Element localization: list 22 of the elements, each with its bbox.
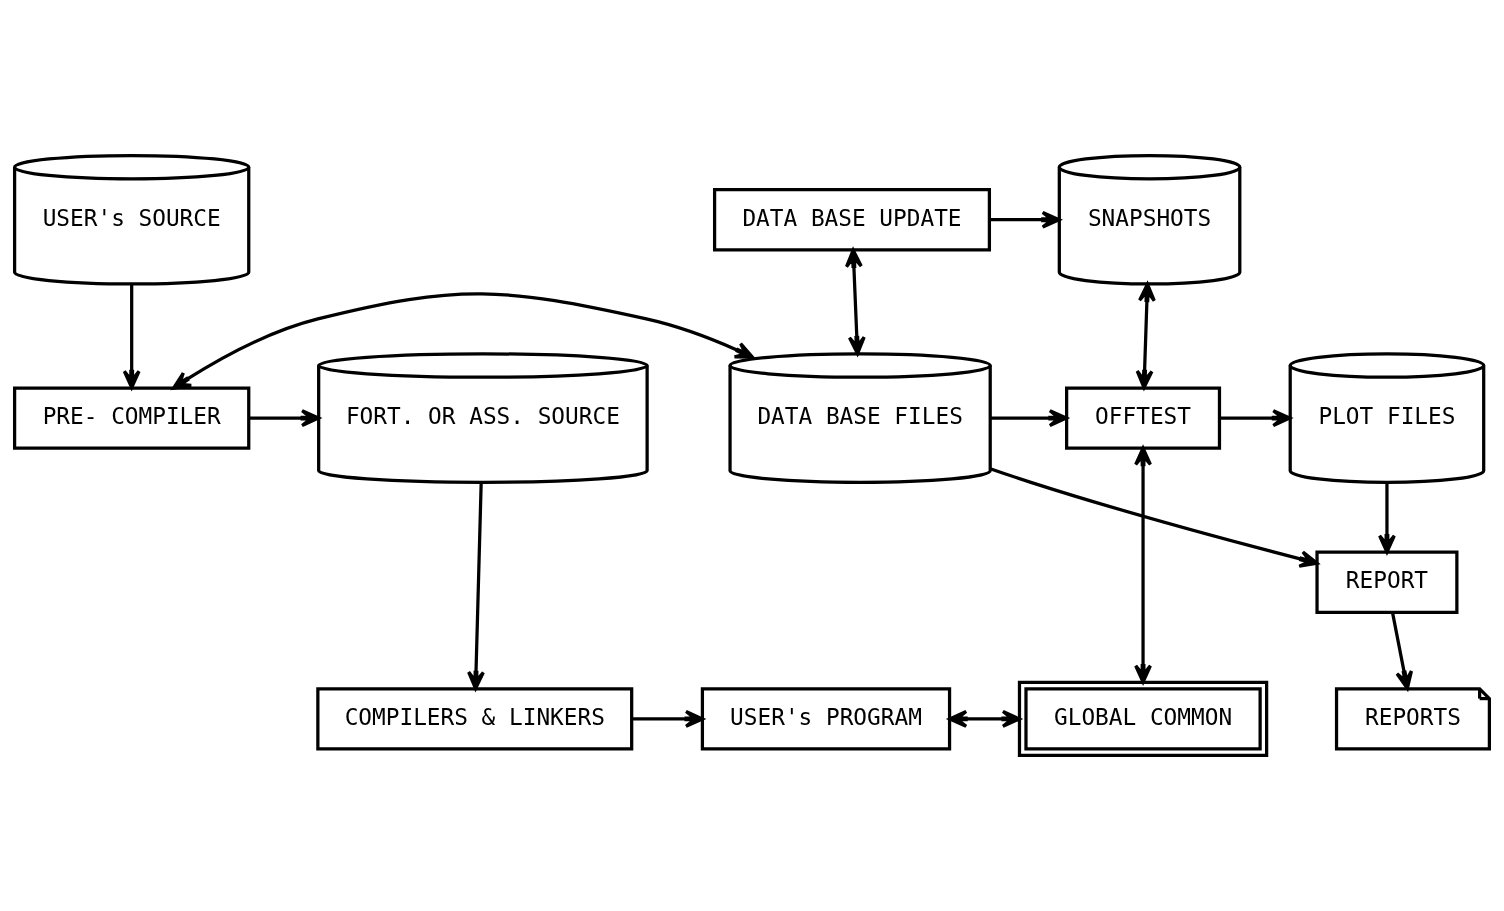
arrow xyxy=(990,409,1068,428)
arrow xyxy=(948,709,1021,728)
node-box: GLOBAL COMMON xyxy=(1017,680,1269,758)
arrow xyxy=(1391,612,1414,691)
arrow xyxy=(171,292,754,390)
arrow xyxy=(1219,409,1292,428)
node-box: PRE- COMPILER xyxy=(13,386,251,450)
arrow xyxy=(1134,446,1152,684)
arrow xyxy=(122,284,141,390)
arrow xyxy=(249,409,321,428)
node-box: DATA BASE UPDATE xyxy=(712,188,992,252)
node-box: REPORT xyxy=(1315,550,1459,615)
node-box: USER's PROGRAM xyxy=(700,687,952,751)
arrow xyxy=(989,467,1319,568)
arrow xyxy=(989,210,1061,229)
node-box: OFFTEST xyxy=(1065,386,1222,450)
arrow xyxy=(1378,482,1396,554)
arrow xyxy=(1135,282,1156,390)
arrow xyxy=(844,248,866,356)
node-box: COMPILERS & LINKERS xyxy=(316,687,634,751)
arrow xyxy=(467,482,485,691)
arrow xyxy=(631,709,704,728)
